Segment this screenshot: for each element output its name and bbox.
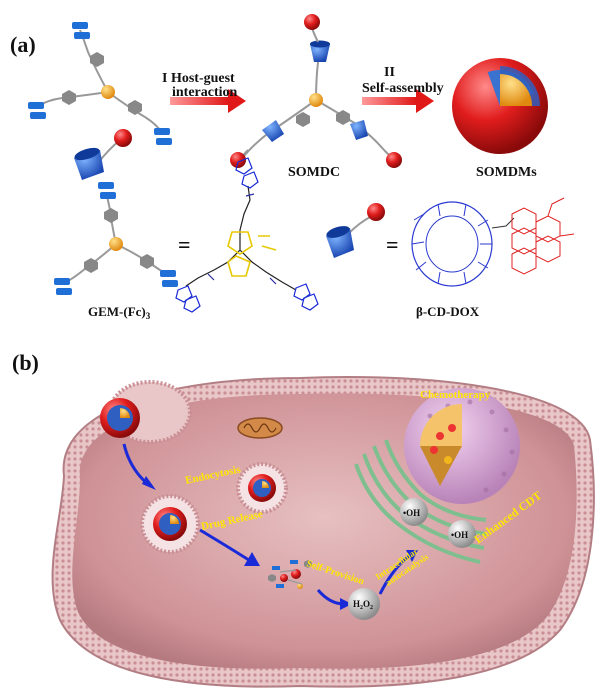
gem-label: GEM-(Fc)3 — [88, 304, 151, 321]
h2o2-label-o: O — [363, 599, 370, 609]
gem-chemical-structure — [175, 157, 319, 313]
somdc-label: SOMDC — [288, 165, 340, 180]
somdms-label: SOMDMs — [476, 165, 537, 180]
ferrocene-icon — [28, 102, 46, 119]
ferrocene-icon — [98, 182, 116, 199]
autocatalysis-arrow — [378, 550, 418, 595]
self-provision-arrow — [316, 589, 352, 610]
drug-release-arrow — [199, 528, 260, 566]
panel-b-label: (b) — [12, 350, 39, 375]
somdms-micelle — [452, 58, 548, 154]
h2o2-molecule: H2O2 — [348, 588, 380, 620]
released-drug-fragments — [268, 560, 312, 589]
ferrocene-icon — [160, 270, 178, 287]
gem-fc3-molecule-top — [28, 22, 172, 145]
cd-dox-legend-icon — [326, 203, 385, 258]
ferrocene-icon — [72, 22, 90, 39]
panel-a-label: (a) — [10, 32, 36, 57]
endosome-vesicle-2 — [140, 494, 200, 554]
cd-dox-label: β-CD-DOX — [416, 304, 480, 319]
cd-dox-chemical-structure — [411, 197, 575, 287]
equals-sign-left: = — [178, 232, 191, 257]
oh-label-1: •OH — [403, 508, 420, 518]
hydroxyl-radical-1: •OH — [400, 498, 428, 526]
step1-title: I Host-guest — [162, 71, 235, 86]
hydroxyl-radical-2: •OH — [448, 520, 476, 548]
h2o2-label-sub1: 2 — [360, 605, 363, 611]
ferrocene-icon — [54, 278, 72, 295]
gem-fc3-molecule-legend — [54, 182, 178, 295]
step2-subtitle: Self-assembly — [362, 81, 444, 96]
gem-label-subscript: 3 — [146, 311, 151, 321]
host-guest-arrow — [170, 89, 246, 113]
chemotherapy-label: Chemotherapy — [420, 389, 491, 401]
cd-dox-small — [74, 129, 132, 180]
nucleus — [404, 388, 520, 504]
ferrocene-icon — [154, 128, 172, 145]
h2o2-label-h: H — [353, 599, 360, 609]
oh-label-2: •OH — [451, 530, 468, 540]
step1-subtitle: interaction — [172, 85, 238, 100]
endocytosis-arrow — [122, 443, 156, 490]
step2-title: II — [384, 65, 395, 80]
equals-sign-right: = — [386, 232, 399, 257]
h2o2-label: H2O2 — [353, 599, 373, 611]
gem-label-text: GEM-(Fc) — [88, 304, 146, 319]
somdc-complex — [230, 14, 402, 168]
self-assembly-arrow — [362, 89, 434, 113]
mitochondrion — [237, 417, 283, 439]
incoming-micelle — [100, 398, 140, 438]
h2o2-label-sub2: 2 — [370, 605, 373, 611]
endosome-vesicle-1 — [236, 462, 288, 514]
